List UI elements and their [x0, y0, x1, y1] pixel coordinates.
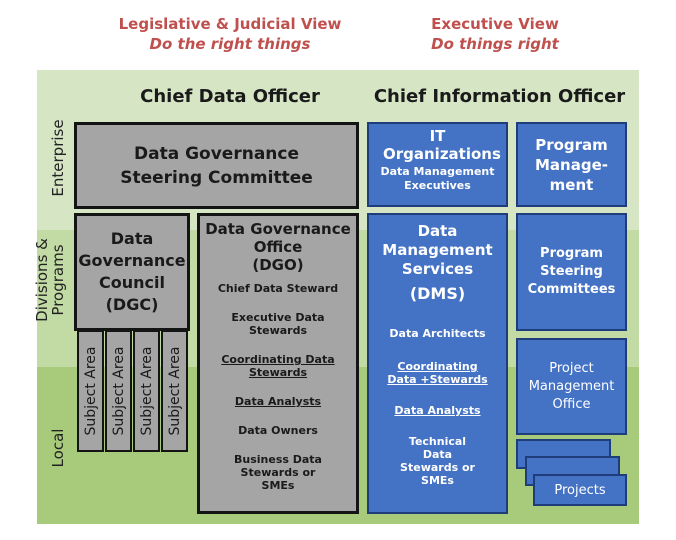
executive-header: Executive View Do things right — [390, 14, 600, 54]
subject-area-label: Subject Area — [138, 346, 155, 436]
executive-title: Executive View — [431, 15, 559, 33]
dgo-title: Data Governance Office — [205, 220, 351, 256]
subject-area-4: Subject Area — [161, 330, 188, 452]
subject-area-label: Subject Area — [82, 346, 99, 436]
legislative-title: Legislative & Judicial View — [118, 15, 342, 33]
subject-area-label: Subject Area — [166, 346, 183, 436]
dms-item: Data Architects — [389, 327, 486, 340]
dms-title: Data Management Services — [382, 222, 493, 278]
row-label-enterprise: Enterprise — [49, 119, 67, 197]
dgc-box: Data Governance Council (DGC) — [74, 213, 190, 331]
dgo-item: Executive Data Stewards — [231, 311, 325, 337]
program-steering-label: Program Steering Committees — [527, 246, 616, 297]
subject-area-label: Subject Area — [110, 346, 127, 436]
executive-subtitle: Do things right — [431, 35, 559, 53]
pmo-label: Project Management Office — [528, 360, 615, 412]
subject-area-2: Subject Area — [105, 330, 132, 452]
subject-area-1: Subject Area — [77, 330, 104, 452]
dgc-label: Data Governance Council (DGC) — [78, 229, 186, 314]
project-card-front: Projects — [533, 474, 627, 506]
subject-area-3: Subject Area — [133, 330, 160, 452]
projects-label: Projects — [554, 482, 606, 498]
dgo-item: Chief Data Steward — [217, 282, 339, 295]
dms-box: Data Management Services (DMS) Data Arch… — [367, 213, 508, 514]
pmo-box: Project Management Office — [516, 338, 627, 435]
dms-item: Data Analysts — [394, 404, 481, 417]
dgo-item: Coordinating Data Stewards — [221, 353, 335, 379]
program-steering-box: Program Steering Committees — [516, 213, 627, 331]
column-head-cdo: Chief Data Officer — [140, 86, 320, 107]
column-head-cio: Chief Information Officer — [373, 86, 626, 107]
steering-committee-label: Data Governance Steering Committee — [120, 143, 313, 188]
dms-abbr: (DMS) — [409, 284, 466, 303]
program-management-label: Program Manage-ment — [535, 135, 608, 194]
it-organizations-box: IT Organizations Data Management Executi… — [367, 122, 508, 207]
dgo-item: Business Data Stewards or SMEs — [234, 453, 322, 492]
legislative-header: Legislative & Judicial View Do the right… — [100, 14, 360, 54]
dgo-box: Data Governance Office (DGO) Chief Data … — [197, 213, 359, 514]
dms-item: Technical Data Stewards or SMEs — [400, 435, 475, 487]
it-organizations-sub: Data Management Executives — [380, 165, 495, 192]
steering-committee-box: Data Governance Steering Committee — [74, 122, 359, 209]
row-label-local: Local — [49, 428, 67, 468]
dgo-abbr: (DGO) — [252, 256, 304, 274]
dgo-item: Data Owners — [238, 424, 318, 437]
dms-item: Coordinating Data +Stewards — [387, 360, 488, 386]
program-management-box: Program Manage-ment — [516, 122, 627, 207]
row-label-divisions: Divisions & Programs — [33, 238, 67, 322]
it-organizations-title: IT Organizations — [383, 127, 501, 163]
dgo-item: Data Analysts — [234, 395, 322, 408]
legislative-subtitle: Do the right things — [149, 35, 311, 53]
